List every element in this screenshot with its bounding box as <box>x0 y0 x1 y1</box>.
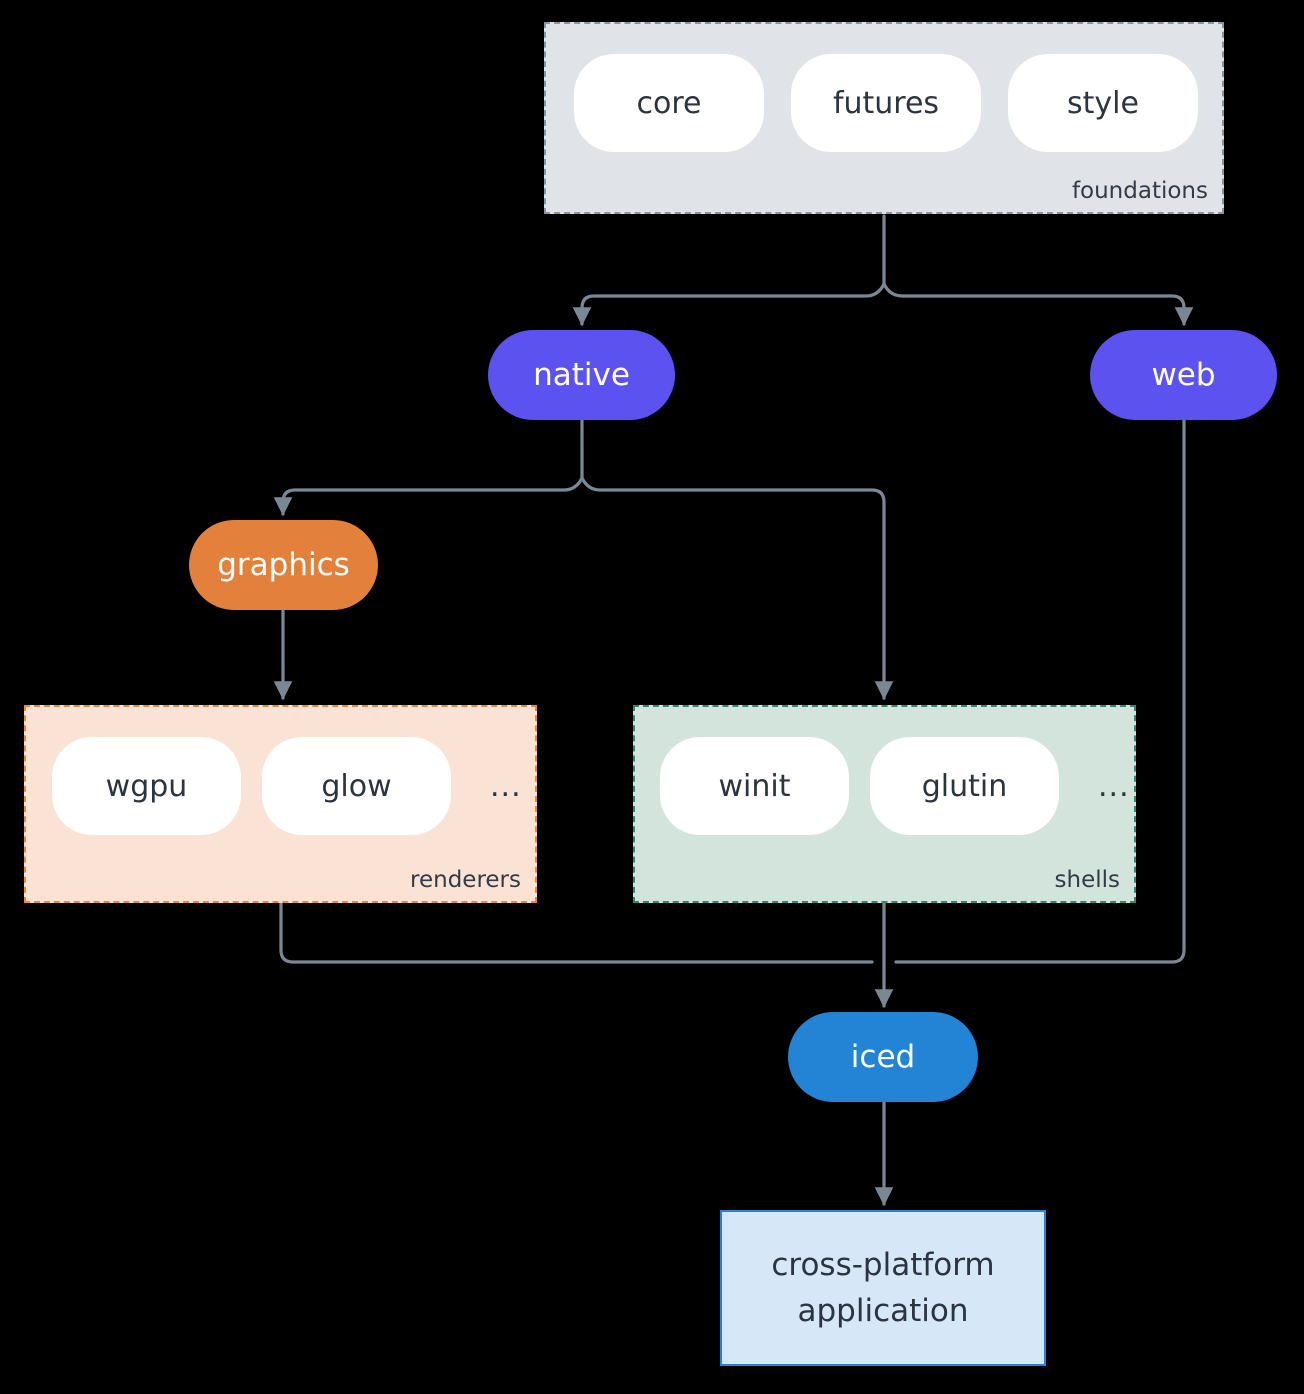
application-label-line1: cross-platform <box>771 1246 995 1283</box>
cluster-shells-label: shells <box>1054 867 1120 893</box>
pill-wgpu[interactable]: wgpu <box>52 737 241 835</box>
cluster-renderers: wgpu glow ... renderers <box>24 705 537 903</box>
pill-style-label: style <box>1067 85 1139 121</box>
pill-wgpu-label: wgpu <box>105 768 188 804</box>
shells-ellipsis: ... <box>1098 768 1130 804</box>
pill-winit-label: winit <box>718 768 791 804</box>
node-web[interactable]: web <box>1090 330 1277 420</box>
node-graphics[interactable]: graphics <box>189 520 378 610</box>
cluster-foundations-label: foundations <box>1071 178 1208 204</box>
foundations-pill-row: core futures style <box>574 54 1198 152</box>
node-graphics-label: graphics <box>217 547 350 583</box>
cluster-shells: winit glutin ... shells <box>633 705 1136 903</box>
pill-glow[interactable]: glow <box>262 737 451 835</box>
pill-futures[interactable]: futures <box>791 54 981 152</box>
pill-glutin-label: glutin <box>921 768 1008 804</box>
edge-foundations-web <box>882 282 1194 326</box>
node-native-label: native <box>533 357 630 393</box>
cluster-renderers-label: renderers <box>410 867 521 893</box>
pill-core-label: core <box>636 85 702 121</box>
cluster-foundations: core futures style foundations <box>544 22 1224 214</box>
node-iced[interactable]: iced <box>788 1012 978 1102</box>
edge-renderers-merge <box>279 901 874 964</box>
edge-native-shells <box>580 476 894 700</box>
pill-glow-label: glow <box>321 768 392 804</box>
pill-futures-label: futures <box>832 85 940 121</box>
renderers-pill-row: wgpu glow ... <box>52 737 522 835</box>
application-label-line2: application <box>797 1293 969 1329</box>
pill-style[interactable]: style <box>1008 54 1198 152</box>
renderers-ellipsis: ... <box>490 768 522 804</box>
edge-native-graphics <box>273 476 584 516</box>
node-cross-platform-application[interactable]: cross-platform application <box>720 1210 1046 1366</box>
pill-winit[interactable]: winit <box>660 737 849 835</box>
node-web-label: web <box>1151 357 1216 393</box>
edge-foundations-native <box>572 282 886 326</box>
pill-glutin[interactable]: glutin <box>870 737 1059 835</box>
node-native[interactable]: native <box>488 330 675 420</box>
shells-pill-row: winit glutin ... <box>660 737 1130 835</box>
node-iced-label: iced <box>850 1039 916 1075</box>
pill-core[interactable]: core <box>574 54 764 152</box>
